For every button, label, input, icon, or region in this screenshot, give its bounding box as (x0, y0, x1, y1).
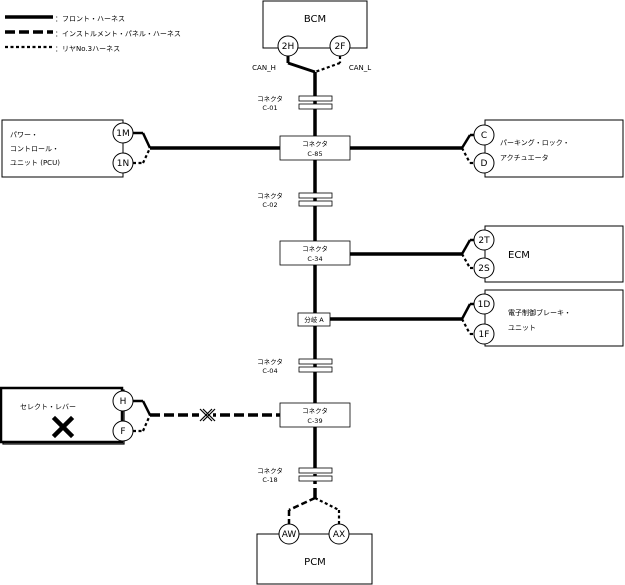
bcm-label: BCM (304, 14, 326, 25)
wire-bcm-2h-diag (287, 61, 316, 74)
wire-brake-1d-diag (460, 303, 472, 320)
wire-pcu-1m-diag (141, 132, 152, 149)
connector-c01: コネクタ C-01 (257, 94, 333, 112)
ecm-box (484, 225, 624, 283)
can-h-label: CAN_H (252, 64, 276, 72)
pcm-pin-ax (328, 523, 350, 545)
connector-c34: コネクタ C-34 (279, 240, 351, 266)
legend-label-instrument-panel-harness: ：インストルメント・パネル・ハーネス (55, 30, 181, 38)
connector-c39-title: コネクタ (302, 406, 328, 415)
brake-unit-module: 電子制御ブレーキ・ ユニット 1D 1F (473, 289, 624, 347)
wire-select-f-diag (141, 414, 152, 432)
bcm-pin-2f (329, 35, 351, 57)
pcu-module: パワー・ コントロール・ ユニット (PCU) 1M 1N (1, 119, 134, 178)
connector-c34-title: コネクタ (302, 244, 328, 253)
legend: ：フロント・ハーネス ：インストルメント・パネル・ハーネス ：リヤNo.3ハーネ… (5, 15, 181, 53)
legend-label-rear-harness: ：リヤNo.3ハーネス (55, 45, 120, 53)
parking-label-line2: アクチュエータ (500, 153, 549, 162)
select-lever-label: セレクト・レバー (20, 403, 76, 411)
connector-c01-id: C-01 (262, 104, 277, 112)
wire-pcu-1n-diag (142, 147, 151, 164)
branch-a-label: 分岐 A (304, 315, 324, 324)
select-lever-pin-f-label: F (120, 427, 125, 437)
pcu-box (1, 119, 124, 178)
parking-label-line1: パーキング・ロック・ (500, 138, 570, 147)
branch-a: 分岐 A (297, 312, 331, 327)
ecm-pin-2s-label: 2S (478, 264, 490, 274)
pcu-pin-1n (112, 152, 134, 174)
wire-parking-d-diag (461, 147, 471, 164)
select-lever-module: セレクト・レバー H F (0, 386, 134, 445)
select-lever-pin-h (112, 390, 134, 412)
bcm-pin-2h-label: 2H (282, 42, 295, 52)
wire-ecm-2s-diag (461, 253, 471, 269)
can-l-label: CAN_L (349, 64, 371, 72)
ecm-pin-2s (473, 257, 495, 279)
parking-lock-box (484, 119, 624, 178)
connector-c04: コネクタ C-04 (257, 357, 333, 375)
parking-pin-d-label: D (481, 159, 488, 169)
parking-pin-c (473, 124, 495, 146)
brake-pin-1d-label: 1D (478, 300, 491, 310)
connector-c18-id: C-18 (262, 476, 277, 484)
wire-break-icon (199, 408, 216, 422)
bcm-pin-2f-label: 2F (335, 42, 346, 52)
pcm-pin-ax-label: AX (333, 530, 345, 540)
connector-c39-id: C-39 (307, 417, 322, 425)
brake-label-line2: ユニット (508, 324, 536, 332)
ecm-module: ECM 2T 2S (473, 225, 624, 283)
bcm-module: BCM 2H 2F CAN_H CAN_L (252, 0, 371, 72)
wire-select-h-diag (141, 400, 152, 416)
pcu-pin-1m (112, 122, 134, 144)
select-lever-pin-f (112, 420, 134, 442)
pcu-pin-1n-label: 1N (117, 159, 129, 169)
connector-c02: コネクタ C-02 (257, 191, 333, 209)
pcm-pin-aw-label: AW (282, 530, 297, 540)
wire-pcm-ax-diag (314, 497, 340, 511)
connector-c39: コネクタ C-39 (279, 402, 351, 428)
select-lever-pin-h-label: H (120, 397, 127, 407)
brake-unit-box (484, 289, 624, 347)
brake-pin-1d (473, 293, 495, 315)
connector-c85-id: C-85 (307, 150, 322, 158)
wire-parking-c-diag (460, 134, 472, 149)
pcm-label: PCM (304, 557, 326, 568)
ecm-label: ECM (508, 250, 530, 261)
pcu-label-line1: パワー・ (10, 131, 38, 139)
bcm-pin-2h (277, 35, 299, 57)
pcm-pin-aw (278, 523, 300, 545)
pcu-label-line3: ユニット (PCU) (10, 159, 60, 167)
brake-label-line1: 電子制御ブレーキ・ (508, 308, 571, 317)
legend-label-front-harness: ：フロント・ハーネス (55, 15, 125, 23)
pcu-label-line2: コントロール・ (10, 145, 59, 153)
parking-pin-c-label: C (481, 131, 487, 141)
parking-lock-module: パーキング・ロック・ アクチュエータ C D (473, 119, 624, 178)
fault-x-icon (51, 415, 75, 439)
pcm-module: PCM AW AX (256, 523, 373, 585)
pcu-pin-1m-label: 1M (116, 129, 130, 139)
wires (133, 56, 475, 524)
connector-c85: コネクタ C-85 (279, 135, 351, 161)
connector-c18: コネクタ C-18 (257, 466, 333, 484)
wire-ecm-2t-diag (460, 239, 472, 255)
connector-c34-id: C-34 (307, 255, 322, 263)
brake-pin-1f-label: 1F (479, 330, 490, 340)
wire-bcm-2f-diag (314, 61, 341, 74)
wire-pcm-aw-diag (288, 496, 316, 512)
connector-c04-title: コネクタ (257, 357, 283, 366)
connector-c18-title: コネクタ (257, 466, 283, 475)
wire-brake-1f-diag (461, 318, 471, 335)
pcm-box (256, 533, 373, 585)
connector-c01-title: コネクタ (257, 94, 283, 103)
connector-c85-title: コネクタ (302, 139, 328, 148)
ecm-pin-2t (473, 229, 495, 251)
select-lever-box (0, 386, 124, 444)
connector-c02-title: コネクタ (257, 191, 283, 200)
brake-pin-1f (473, 323, 495, 345)
connector-c02-id: C-02 (262, 201, 277, 209)
parking-pin-d (473, 152, 495, 174)
connector-c04-id: C-04 (262, 367, 277, 375)
ecm-pin-2t-label: 2T (478, 236, 490, 246)
